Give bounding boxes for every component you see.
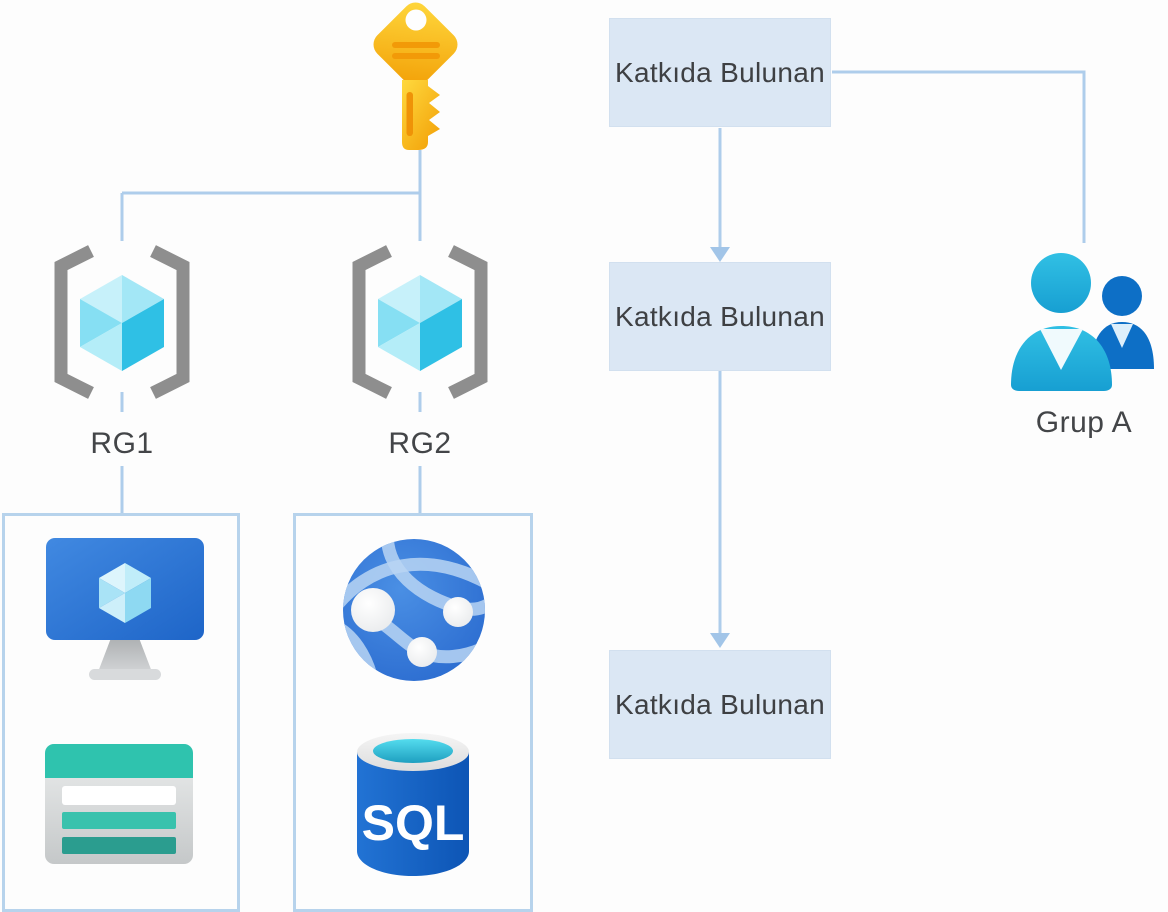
cube-glyph: [378, 275, 462, 371]
monitor-stand: [98, 638, 152, 672]
cube-glyph: [80, 275, 164, 371]
globe-node-medium: [443, 597, 473, 627]
bracket-left: [352, 245, 392, 399]
rg1-label: RG1: [90, 427, 154, 460]
arrowhead-role2: [710, 247, 730, 262]
app-service-icon: [343, 539, 485, 681]
key-icon: [373, 2, 458, 150]
cube-glyph: [99, 563, 151, 623]
globe-node-small: [407, 637, 437, 667]
form-row-white: [62, 786, 176, 805]
connector-role1-to-group: [832, 70, 1086, 243]
cylinder-top: [373, 739, 453, 763]
virtual-machine-icon: [46, 538, 204, 680]
user-group-icon: [1011, 253, 1154, 391]
monitor-base: [89, 669, 161, 680]
key-hole: [405, 9, 427, 31]
bracket-right: [448, 245, 488, 399]
role-label: Katkıda Bulunan: [615, 688, 825, 720]
form-row-teal: [62, 812, 176, 829]
bracket-right: [150, 245, 190, 399]
sql-text: SQL: [362, 795, 465, 851]
globe-node-large: [351, 588, 395, 632]
resource-group-icon: [352, 245, 488, 399]
cylinder-body: [357, 752, 469, 876]
role-label: Katkıda Bulunan: [615, 56, 825, 88]
rg2-label: RG2: [388, 427, 452, 460]
role-label: Katkıda Bulunan: [615, 300, 825, 332]
group-label: Grup A: [1035, 406, 1133, 439]
role-box-resource: Katkıda Bulunan: [609, 650, 831, 759]
web-app-icon: [45, 744, 193, 864]
person-front: [1011, 253, 1112, 391]
sql-database-icon: SQL: [357, 733, 469, 876]
form-header: [45, 744, 193, 778]
role-box-subscription: Katkıda Bulunan: [609, 18, 831, 127]
rg2-resource-container: [293, 513, 533, 912]
bracket-left: [54, 245, 94, 399]
role-box-rg: Katkıda Bulunan: [609, 262, 831, 371]
rg1-resource-container: [2, 513, 240, 912]
form-row-dark-teal: [62, 837, 176, 854]
arrowhead-role3: [710, 633, 730, 648]
resource-group-icon: [54, 245, 190, 399]
